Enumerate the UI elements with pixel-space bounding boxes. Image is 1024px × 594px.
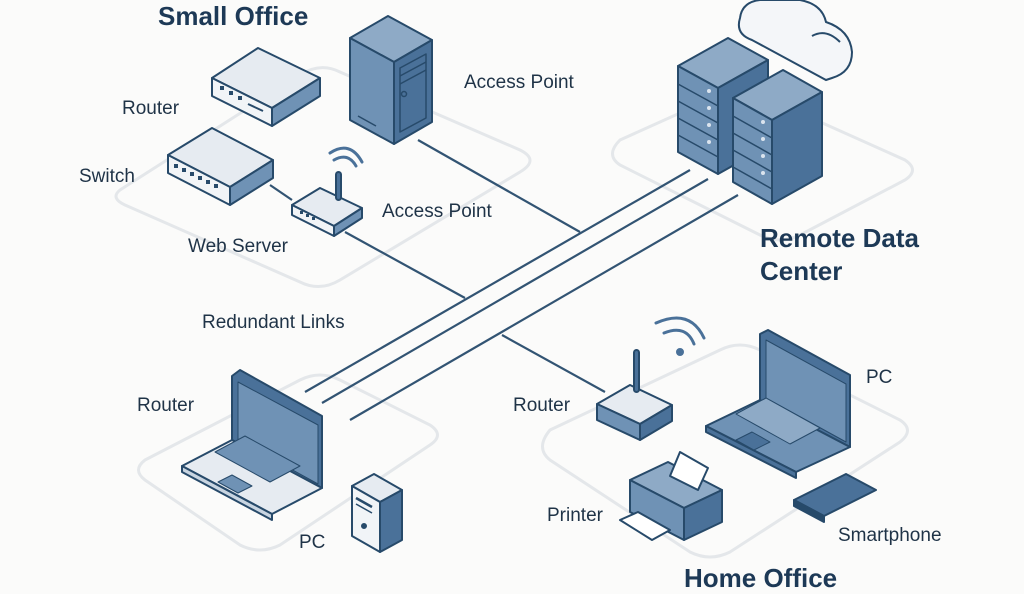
smartphone-device[interactable]	[793, 473, 877, 523]
access-point-label-2: Access Point	[382, 201, 492, 222]
home-office-zone	[541, 343, 909, 559]
branch-pc-label: PC	[299, 532, 326, 553]
redundant-link-3	[349, 194, 739, 421]
link-backbone-home-router	[501, 334, 606, 393]
link-switch-ap	[269, 184, 293, 201]
link-ap-backbone	[344, 231, 466, 299]
network-links	[269, 139, 739, 421]
branch-router-label: Router	[137, 395, 195, 416]
wifi-icon	[328, 146, 364, 168]
redundant-links-label: Redundant Links	[202, 312, 345, 333]
home-router-label: Router	[513, 395, 571, 416]
branch-laptop-device[interactable]	[181, 369, 323, 521]
home-office-title: Home Office	[684, 563, 838, 593]
small-office-zone	[114, 66, 532, 288]
redundant-link-2	[321, 178, 709, 404]
home-router-device[interactable]	[596, 316, 706, 441]
branch-pc-device[interactable]	[351, 473, 403, 553]
home-pc-label: PC	[866, 367, 893, 388]
branch-zone	[137, 373, 439, 552]
link-server-backbone	[417, 139, 581, 233]
network-diagram	[114, 0, 914, 559]
remote-dc-title-line1: Remote Data	[760, 223, 919, 253]
server-rack-2[interactable]	[732, 69, 823, 205]
web-server-label: Web Server	[188, 236, 288, 257]
switch-label: Switch	[79, 166, 135, 187]
access-point-device[interactable]	[291, 146, 364, 237]
home-laptop-device[interactable]	[705, 329, 851, 479]
remote-dc-title-line2: Center	[760, 256, 843, 286]
small-office-router-label: Router	[122, 98, 180, 119]
printer-label: Printer	[547, 505, 603, 526]
wifi-icon	[654, 316, 706, 356]
small-office-title: Small Office	[158, 1, 309, 31]
cloud-icon	[737, 0, 854, 82]
printer-device[interactable]	[619, 451, 723, 541]
smartphone-label: Smartphone	[838, 525, 942, 546]
small-office-router-device[interactable]	[211, 47, 321, 127]
redundant-link-1	[304, 169, 691, 393]
switch-device[interactable]	[167, 127, 274, 206]
access-point-label-1: Access Point	[464, 72, 574, 93]
tower-server-device[interactable]	[349, 15, 433, 145]
